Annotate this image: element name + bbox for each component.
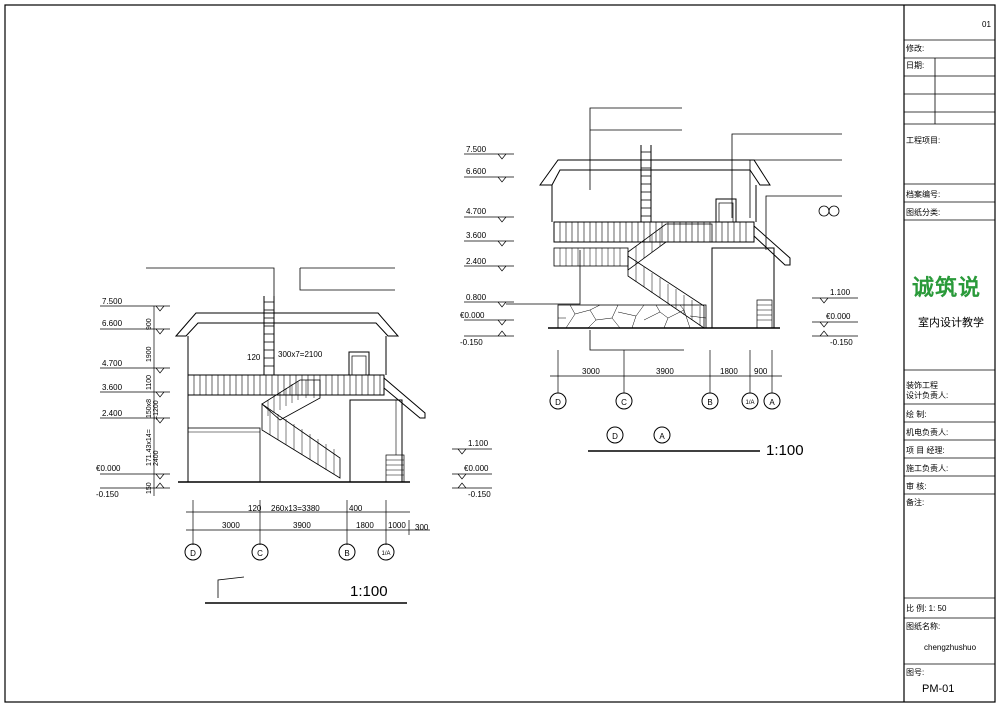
drawing-no: PM-01	[922, 683, 955, 695]
r-right-1100: 1.100	[830, 288, 851, 297]
r-level-4700: 4.700	[466, 207, 487, 216]
dim-300: 300	[415, 523, 429, 532]
right-level-m0150: -0.150	[468, 490, 491, 499]
vdim-900: 900	[146, 318, 153, 330]
r-level-7500: 7.500	[466, 145, 487, 154]
drawn-label: 绘 制:	[906, 410, 927, 419]
drawing-class-label: 图纸分类:	[906, 208, 941, 217]
section-mark-D: D	[612, 432, 618, 441]
topdim-ladder: 300x7=2100	[278, 350, 323, 359]
level-6600: 6.600	[102, 319, 123, 328]
dim-3900: 3900	[293, 521, 311, 530]
outer-frame	[4, 4, 996, 703]
r-axis-C: C	[621, 398, 627, 407]
scale-label: 比 例: 1: 50	[906, 604, 947, 613]
section-mark-A: A	[659, 432, 665, 441]
level-2400: 2.400	[102, 409, 123, 418]
project-label: 工程项目:	[906, 136, 941, 145]
r-level-0000: €0.000	[460, 311, 485, 320]
vdim-17143: 171.43x14=	[146, 429, 153, 466]
right-labels: 7.500 6.600 4.700 3.600 2.400 0.800 €0.0…	[460, 145, 853, 459]
r-level-6600: 6.600	[466, 167, 487, 176]
archive-label: 档案编号:	[906, 190, 941, 199]
r-axis-D: D	[555, 398, 561, 407]
vdim-1200: =1200	[153, 400, 160, 420]
axis-C: C	[257, 549, 263, 558]
subdim-120: 120	[248, 504, 262, 513]
drawing-no-label: 图号:	[906, 668, 925, 677]
right-level-1100: 1.100	[468, 439, 489, 448]
r-axis-1A: 1/A	[745, 400, 754, 406]
dim-1800: 1800	[356, 521, 374, 530]
r-right-0000: €0.000	[826, 312, 851, 321]
dim-1000: 1000	[388, 521, 406, 530]
axis-1A: 1/A	[381, 551, 390, 557]
remarks-label: 备注:	[906, 498, 925, 507]
vdim-150: 150	[146, 482, 153, 494]
review-label: 审 核:	[906, 482, 927, 491]
level-0000: €0.000	[96, 464, 121, 473]
engineering-label: 装饰工程	[906, 381, 938, 390]
logo-text: 诚筑说	[912, 275, 982, 300]
dim-3000: 3000	[222, 521, 240, 530]
drawing-name-label: 图纸名称:	[906, 622, 941, 631]
axis-B: B	[344, 549, 349, 558]
org-name: 室内设计教学	[918, 317, 984, 329]
vdim-1900: 1900	[146, 346, 153, 362]
vdim-150x8: 150x8	[146, 399, 153, 418]
construction-label: 施工负责人:	[906, 464, 949, 473]
r-dim-3900: 3900	[656, 367, 674, 376]
r-level-m0150: -0.150	[460, 338, 483, 347]
right-level-0000: €0.000	[464, 464, 489, 473]
level-7500: 7.500	[102, 297, 123, 306]
left-roof	[174, 312, 400, 337]
designer-label: 设计负责人:	[906, 391, 949, 400]
r-axis-A: A	[769, 398, 775, 407]
topdim-120: 120	[247, 353, 261, 362]
r-dim-3000: 3000	[582, 367, 600, 376]
left-elevation	[100, 267, 492, 604]
level-m0150: -0.150	[96, 490, 119, 499]
date-label: 日期:	[906, 61, 925, 70]
vdim-1100: 1100	[146, 375, 153, 390]
vdim-2400: 2400	[153, 450, 160, 466]
level-4700: 4.700	[102, 359, 123, 368]
title-block-grid	[904, 39, 995, 665]
r-axis-B: B	[707, 398, 712, 407]
mech-elec-label: 机电负责人:	[906, 428, 949, 437]
axis-D: D	[190, 549, 196, 558]
r-level-0800: 0.800	[466, 293, 487, 302]
drawing-name: chengzhushuo	[924, 643, 977, 652]
r-level-2400: 2.400	[466, 257, 487, 266]
left-vertical-dims: 900 1900 1100 150x8 =1200 171.43x14= 240…	[146, 318, 160, 494]
scale-left: 1:100	[350, 583, 388, 600]
right-elevation	[464, 107, 858, 452]
sheet-number: 01	[982, 20, 991, 29]
r-right-m0150: -0.150	[830, 338, 853, 347]
pm-label: 项 目 经理:	[906, 446, 945, 455]
level-3600: 3.600	[102, 383, 123, 392]
subdim-stairs: 260x13=3380	[271, 504, 320, 513]
r-dim-1800: 1800	[720, 367, 738, 376]
r-dim-900: 900	[754, 367, 768, 376]
r-level-3600: 3.600	[466, 231, 487, 240]
modify-label: 修改:	[906, 44, 925, 53]
left-labels: 7.500 6.600 4.700 3.600 2.400 €0.000 -0.…	[96, 297, 491, 600]
scale-right: 1:100	[766, 442, 804, 459]
subdim-400: 400	[349, 504, 363, 513]
